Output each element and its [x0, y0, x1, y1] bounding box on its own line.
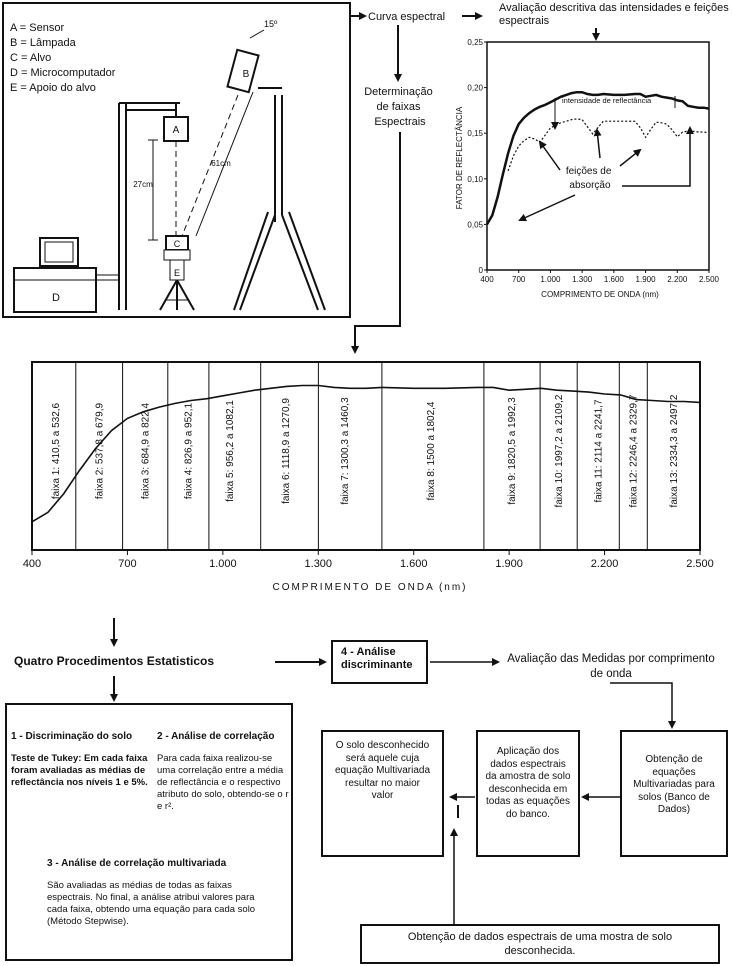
small-curve-dotted	[507, 118, 710, 172]
band-label: faixa 9: 1820,5 a 1992,3	[507, 397, 518, 505]
setup-legend: A = Sensor B = Lâmpada C = Alvo D = Micr…	[10, 22, 116, 94]
small-ytick-label: 0,25	[467, 38, 483, 47]
small-curve-solid	[485, 90, 710, 226]
small-ylabel: FATOR DE REFLECTÂNCIA	[455, 106, 464, 209]
band-label: faixa 2: 537,8 a 679,9	[94, 402, 105, 499]
band-label: faixa 13: 2334,3 a 2497,2	[669, 394, 680, 507]
main-xtick-label: 1.600	[400, 558, 428, 570]
small-xlabel: COMPRIMENTO DE ONDA (nm)	[541, 290, 659, 299]
main-xtick-label: 400	[23, 558, 41, 570]
lamp-tag: B	[243, 69, 250, 80]
aplicacao-box: Aplicação dos dados espectrais da amostr…	[476, 730, 580, 857]
small-xtick-label: 400	[480, 275, 494, 284]
band-label: faixa 4: 826,9 a 952,1	[184, 402, 195, 499]
legend-item: B = Lâmpada	[10, 37, 77, 49]
proc2-text: Para cada faixa realizou-se uma correlaç…	[157, 753, 289, 812]
analise-discriminante-box: 4 - Análise discriminante	[331, 640, 428, 684]
curva-label: Curva espectral	[368, 11, 445, 23]
proc2-title: 2 - Análise de correlação	[157, 731, 275, 742]
proc1-title: 1 - Discriminação do solo	[11, 731, 133, 742]
procedimentos-box: 1 - Discriminação do solo Teste de Tukey…	[5, 703, 293, 961]
annot-intensidade: intensidade de reflectância	[562, 96, 652, 105]
small-xtick-label: 1.300	[572, 275, 593, 284]
main-xtick-label: 1.000	[209, 558, 237, 570]
small-chart: 0,25 0,20 0,15 0,10 0,05 0 400 700 1.000 1.300 1.…	[455, 38, 720, 299]
band-label: faixa 11: 2114 a 2241,7	[594, 399, 605, 502]
band-chart: faixa 1: 410,5 a 532,6 faixa 2: 537,8 a 6…	[23, 361, 714, 593]
sensor-tag: A	[173, 125, 180, 136]
small-ytick-label: 0,15	[467, 129, 483, 138]
legend-item: A = Sensor	[10, 22, 64, 34]
computer-tag: D	[52, 292, 60, 304]
setup-diagram: A = Sensor B = Lâmpada C = Alvo D = Micr…	[2, 2, 351, 318]
avaliacao-medidas: Avaliação das Medidas por comprimento de…	[507, 653, 715, 680]
legend-item: E = Apoio do alvo	[10, 82, 96, 94]
main-xtick-label: 700	[118, 558, 136, 570]
small-xtick-label: 2.500	[699, 275, 720, 284]
small-xtick-label: 2.200	[667, 275, 688, 284]
small-ytick-label: 0,05	[467, 220, 483, 229]
small-ytick-label: 0	[479, 266, 484, 275]
support-tag: E	[174, 268, 180, 278]
lamp-box	[226, 48, 260, 94]
band-label: faixa 1: 410,5 a 532,6	[51, 402, 62, 499]
computer-case	[13, 267, 97, 313]
band-label: faixa 8: 1500 a 1802,4	[426, 401, 437, 500]
band-label: faixa 10: 1997,2 a 2109,2	[554, 394, 565, 507]
avaliacao-label: Avaliação descritiva das intensidades e …	[499, 2, 729, 27]
band-label: faixa 3: 684,9 a 822,4	[141, 402, 152, 499]
main-xtick-label: 2.200	[591, 558, 619, 570]
band-label: faixa 12: 2246,4 a 2329,7	[629, 394, 640, 507]
main-xtick-label: 2.500	[686, 558, 714, 570]
obtencao-dados-box: Obtenção de dados espectrais de uma most…	[360, 924, 720, 964]
proc3-text: São avaliadas as médias de todas as faix…	[47, 880, 256, 927]
legend-item: C = Alvo	[10, 52, 51, 64]
small-xtick-label: 1.000	[540, 275, 561, 284]
small-xtick-label: 1.900	[636, 275, 657, 284]
legend-item: D = Microcomputador	[10, 67, 116, 79]
solo-desconhecido-box: O solo desconhecido será aquele cuja equ…	[321, 730, 444, 857]
small-xtick-label: 700	[512, 275, 526, 284]
dim-27cm: 27cm	[133, 180, 153, 189]
determinacao-label: Determinação de faixas Espectrais	[364, 86, 436, 128]
target-tag: C	[174, 239, 181, 249]
proc3-title: 3 - Análise de correlação multivariada	[47, 858, 227, 869]
arrow-to-obtencao-eq	[610, 682, 676, 729]
main-xtick-label: 1.300	[305, 558, 333, 570]
obtencao-equacoes-box: Obtenção de equações Multivariadas para …	[620, 730, 728, 857]
proc1-text: Teste de Tukey: Em cada faixa foram aval…	[11, 753, 148, 788]
small-ytick-label: 0,20	[467, 84, 483, 93]
setup-frame	[2, 2, 351, 318]
band-label: faixa 5: 956,2 a 1082,1	[225, 400, 236, 502]
quatro-procedimentos: Quatro Procedimentos Estatisticos	[14, 654, 215, 668]
band-label: faixa 7: 1300,3 a 1460,3	[340, 397, 351, 505]
band-label: faixa 6: 1118,9 a 1270,9	[281, 398, 292, 504]
small-xtick-label: 1.600	[604, 275, 625, 284]
lamp-beam	[181, 94, 239, 237]
small-ytick-label: 0,10	[467, 175, 483, 184]
main-xlabel: COMPRIMENTO DE ONDA (nm)	[272, 582, 467, 593]
annot-feicoes: feições de absorção	[566, 166, 614, 191]
dim-61cm: 61cm	[211, 159, 231, 168]
arrow-to-bands	[351, 132, 401, 354]
angle-15: 15º	[264, 19, 278, 29]
main-xtick-label: 1.900	[495, 558, 523, 570]
main-reflectance-curve	[31, 384, 701, 523]
